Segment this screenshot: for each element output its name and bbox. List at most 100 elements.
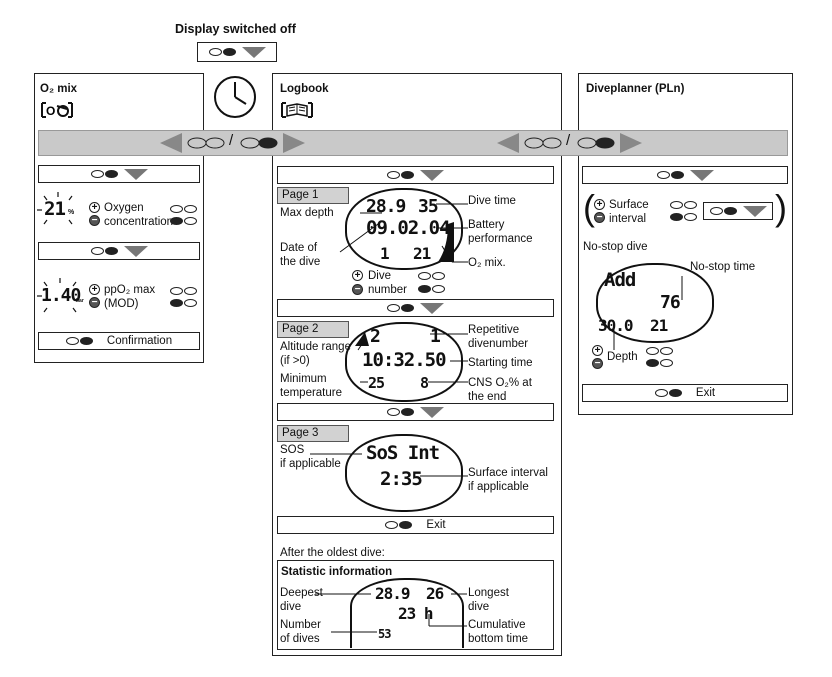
page1-max-depth-label: Max depth — [280, 207, 334, 219]
minus-icon: − — [352, 284, 363, 295]
minus-icon: − — [89, 215, 100, 226]
depth-buttons-2 — [646, 358, 673, 370]
lcd-page3-line2: 2:35 — [380, 468, 423, 490]
page2-tag: Page 2 — [277, 321, 349, 338]
logbook-button-bar-1 — [277, 166, 554, 184]
lcd-ppo2: 1.40 — [41, 285, 81, 306]
ppo2-blink-icon — [37, 278, 77, 313]
ppo2-label: ppO₂ max (MOD) — [104, 284, 156, 310]
o2-button-bar-2 — [38, 242, 200, 260]
page3-tag: Page 3 — [277, 425, 349, 442]
lcd-page2-time: 10:32.50 — [362, 349, 447, 371]
planner-leader-lines — [613, 276, 683, 350]
page1-leader-lines — [339, 203, 468, 263]
altitude-mountain-icon — [355, 332, 369, 346]
button-pair-icon — [208, 48, 236, 56]
page2-starting-label: Starting time — [468, 357, 533, 369]
logbook-exit-bar[interactable]: Exit — [277, 516, 554, 534]
logbook-book-icon — [281, 102, 313, 118]
lcd-page2-altitude: 2 — [370, 326, 381, 347]
band-slash-left: / — [229, 132, 234, 149]
dive-number-buttons — [418, 271, 445, 283]
lcd-page2-repetitive: 1 — [430, 326, 441, 347]
lcd-planner-depth: 30.0 — [598, 316, 634, 335]
stats-leader-lines — [315, 593, 467, 633]
logbook-exit-label: Exit — [426, 519, 446, 531]
lcd-page1-number: 1 — [380, 244, 390, 263]
confirmation-label: Confirmation — [106, 335, 173, 347]
lcd-oxygen-unit: % — [68, 209, 75, 216]
plus-icon: + — [352, 270, 363, 281]
planner-surface-label: Surface interval — [609, 199, 649, 225]
surface-buttons-2 — [670, 212, 697, 224]
confirmation-bar[interactable]: Confirmation — [38, 332, 200, 350]
page3-leader-lines — [310, 453, 468, 477]
battery-bar-icon — [438, 222, 454, 262]
ppo2-buttons-2 — [170, 298, 197, 310]
svg-text:O: O — [46, 104, 55, 118]
lcd-stats-depth: 28.9 — [375, 584, 411, 603]
clock-icon — [214, 76, 256, 118]
logbook-title: Logbook — [280, 83, 329, 95]
oxygen-buttons-2 — [170, 216, 197, 228]
page1-o2mix-label: O₂ mix. — [468, 257, 506, 269]
surface-buttons — [670, 200, 697, 212]
lcd-planner-add: Add — [604, 269, 636, 291]
arrow-down-icon — [241, 46, 266, 58]
planner-depth-label: Depth — [607, 351, 638, 363]
o2-button-bar — [38, 165, 200, 183]
watch-display-page1 — [345, 188, 463, 270]
logbook-button-bar-2 — [277, 299, 554, 317]
display-off-buttons — [197, 42, 277, 62]
planner-exit-bar[interactable]: Exit — [582, 384, 788, 402]
watch-display-page3 — [345, 434, 463, 512]
stats-longest-label: Longest dive — [468, 587, 509, 613]
statistics-title: Statistic information — [281, 566, 393, 578]
plus-icon: + — [89, 202, 100, 213]
logbook-button-bar-3 — [277, 403, 554, 421]
page3-sos-label: SOS if applicable — [280, 444, 341, 470]
page2-cns-label: CNS O₂% at the end — [468, 377, 532, 403]
watch-display-stats — [350, 578, 464, 648]
lcd-oxygen: 21 — [44, 198, 66, 220]
planner-button-bar — [582, 166, 788, 184]
oxygen-buttons — [170, 204, 197, 216]
plus-icon: + — [594, 199, 605, 210]
lcd-stats-cumulative: 23 h — [398, 604, 434, 623]
stats-cumulative-label: Cumulative bottom time — [468, 619, 529, 645]
navigation-band — [38, 130, 788, 156]
minus-icon: − — [89, 297, 100, 308]
band-slash-right: / — [566, 132, 571, 149]
planner-nostop-time-label: No-stop time — [690, 261, 756, 273]
stats-number-label: Number of dives — [280, 619, 321, 645]
lcd-page2-temp: 25 — [368, 374, 385, 392]
planner-inner-button-box — [703, 202, 773, 220]
depth-buttons — [646, 346, 673, 358]
bracket-right-icon: ) — [775, 187, 787, 228]
stats-deepest-label: Deepest dive — [280, 587, 323, 613]
ppo2-buttons — [170, 286, 197, 298]
minus-icon: − — [594, 212, 605, 223]
page1-date-label: Date of the dive — [280, 242, 321, 268]
page2-leader-lines — [357, 333, 468, 383]
dive-number-buttons-2 — [418, 284, 445, 296]
oxygen-blink-icon — [37, 192, 73, 225]
bracket-left-icon: ( — [583, 187, 595, 228]
watch-display-planner — [596, 263, 714, 343]
page1-battery-label: Battery performance — [468, 219, 533, 245]
lcd-stats-number: 53 — [378, 627, 391, 641]
watch-display-page2 — [345, 322, 463, 402]
lcd-ppo2-unit: bar — [76, 298, 84, 304]
page2-repetitive-label: Repetitive divenumber — [468, 324, 529, 350]
plus-icon: + — [592, 345, 603, 356]
nav-left-arrows-icon — [160, 133, 305, 153]
lcd-planner-o2: 21 — [650, 316, 668, 335]
page2-min-temp-label: Minimum temperature — [280, 373, 343, 399]
nav-right-arrows-icon — [497, 133, 642, 153]
page2-altitude-label: Altitude range (if >0) — [280, 341, 351, 367]
lcd-page3-line1: SoS Int — [366, 442, 440, 464]
o2mix-title: O₂ mix — [40, 83, 78, 95]
display-off-title: Display switched off — [175, 22, 296, 36]
o2mix-symbol-icon: O — [41, 102, 73, 118]
page3-surface-label: Surface interval if applicable — [468, 467, 548, 493]
